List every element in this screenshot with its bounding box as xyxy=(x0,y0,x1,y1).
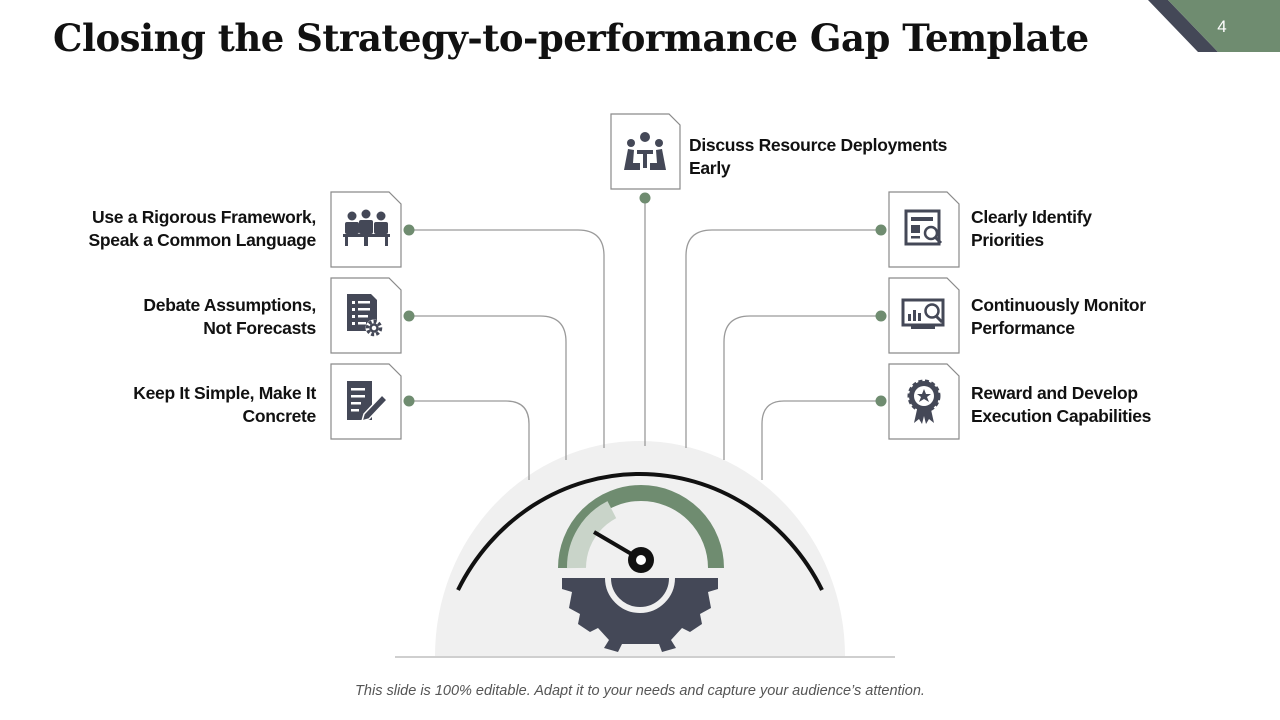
label-left2: Debate Assumptions, Not Forecasts xyxy=(20,294,316,340)
label-right3-line1: Reward and Develop xyxy=(971,383,1138,403)
document-edit-icon xyxy=(347,381,389,423)
box-right1 xyxy=(888,191,960,268)
monitor-analytics-icon xyxy=(901,298,945,329)
label-right3-line2: Execution Capabilities xyxy=(971,406,1152,426)
label-top-line2: Early xyxy=(689,158,731,178)
connector-dots xyxy=(403,192,887,407)
team-presentation-icon xyxy=(343,209,390,246)
meeting-table-icon xyxy=(624,132,666,170)
label-right2-line2: Performance xyxy=(971,318,1075,338)
label-left2-line2: Not Forecasts xyxy=(203,318,316,338)
box-right2 xyxy=(888,277,960,354)
label-right1-line2: Priorities xyxy=(971,230,1044,250)
award-badge-icon xyxy=(907,379,941,424)
label-top: Discuss Resource Deployments Early xyxy=(689,134,1009,180)
label-right3: Reward and Develop Execution Capabilitie… xyxy=(971,382,1261,428)
label-left2-line1: Debate Assumptions, xyxy=(143,295,316,315)
label-left1: Use a Rigorous Framework, Speak a Common… xyxy=(20,206,317,252)
page-number: 4 xyxy=(1217,17,1227,36)
label-right1-line1: Clearly Identify xyxy=(971,207,1092,227)
footer-note: This slide is 100% editable. Adapt it to… xyxy=(355,683,925,699)
label-top-line1: Discuss Resource Deployments xyxy=(689,135,948,155)
label-left3-line2: Concrete xyxy=(242,406,317,426)
label-right1: Clearly Identify Priorities xyxy=(971,206,1261,252)
label-right2-line1: Continuously Monitor xyxy=(971,295,1146,315)
slide-title: Closing the Strategy-to-performance Gap … xyxy=(53,16,1089,60)
label-left3-line1: Keep It Simple, Make It xyxy=(133,383,316,403)
checklist-gear-icon xyxy=(347,294,383,337)
label-left3: Keep It Simple, Make It Concrete xyxy=(20,382,316,428)
label-right2: Continuously Monitor Performance xyxy=(971,294,1261,340)
corner-decoration xyxy=(1148,0,1280,52)
document-search-icon xyxy=(904,209,943,246)
speedometer-gear-icon xyxy=(558,485,724,652)
label-left1-line1: Use a Rigorous Framework, xyxy=(92,207,316,227)
label-left1-line2: Speak a Common Language xyxy=(88,230,317,250)
connector-lines xyxy=(409,198,881,480)
